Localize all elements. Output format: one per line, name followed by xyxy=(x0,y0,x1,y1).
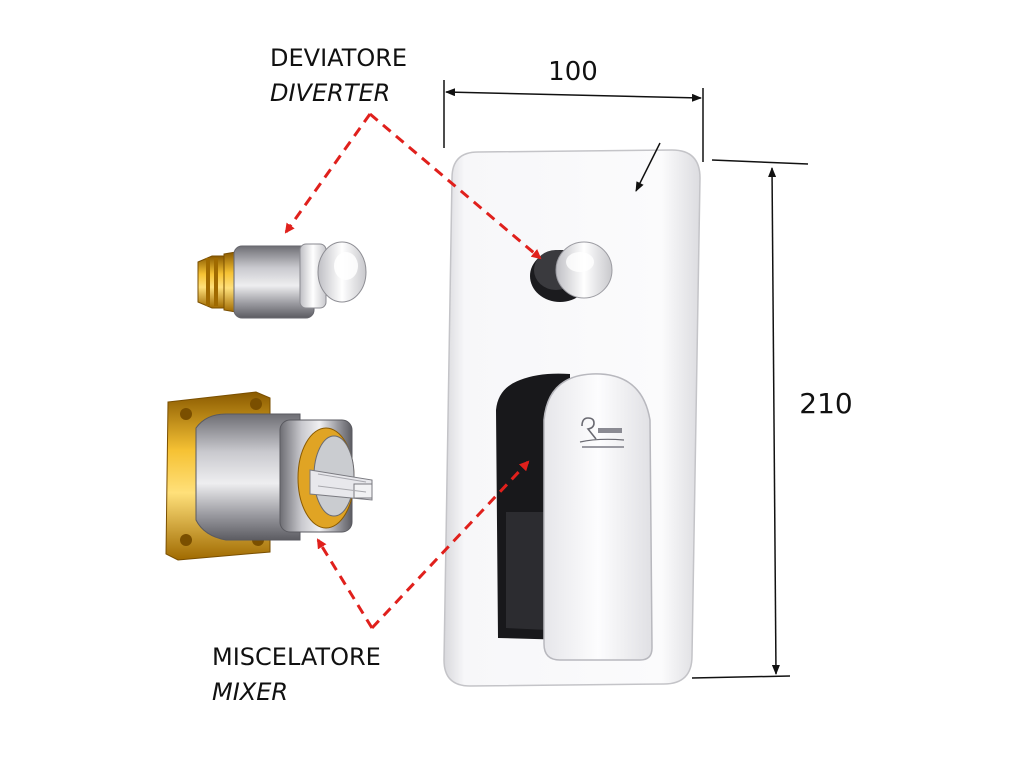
width-dimension-line xyxy=(445,88,702,102)
height-dimension: 210 xyxy=(691,159,853,679)
diverter-label-it: DEVIATORE xyxy=(270,44,407,72)
width-dimension: 100 xyxy=(443,57,704,162)
plate-pointer-line xyxy=(635,142,661,192)
mixer-lever-handle xyxy=(543,373,653,661)
diverter-cartridge xyxy=(197,241,367,319)
height-value: 210 xyxy=(799,387,852,420)
mixer-label-it: MISCELATORE xyxy=(212,643,381,671)
plate-mixer-lever xyxy=(496,373,653,661)
brand-logo xyxy=(579,417,625,448)
mixer-callout xyxy=(316,460,530,630)
diverter-callout-arrow-left xyxy=(284,113,372,234)
mixer-callout-arrow-right xyxy=(370,460,530,630)
diverter-callout xyxy=(284,112,542,260)
mixer-callout-arrow-left xyxy=(316,538,374,629)
width-value: 100 xyxy=(548,57,598,87)
cover-plate xyxy=(443,142,701,687)
mixer-label-en: MIXER xyxy=(212,678,288,706)
height-extension-bottom xyxy=(691,675,791,679)
mixer-cartridge xyxy=(165,391,373,561)
plate-diverter-knob xyxy=(530,241,613,302)
diverter-label-en: DIVERTER xyxy=(270,79,390,107)
height-extension-top xyxy=(711,159,809,165)
height-dimension-line xyxy=(768,167,780,675)
diverter-callout-arrow-right xyxy=(369,112,542,260)
